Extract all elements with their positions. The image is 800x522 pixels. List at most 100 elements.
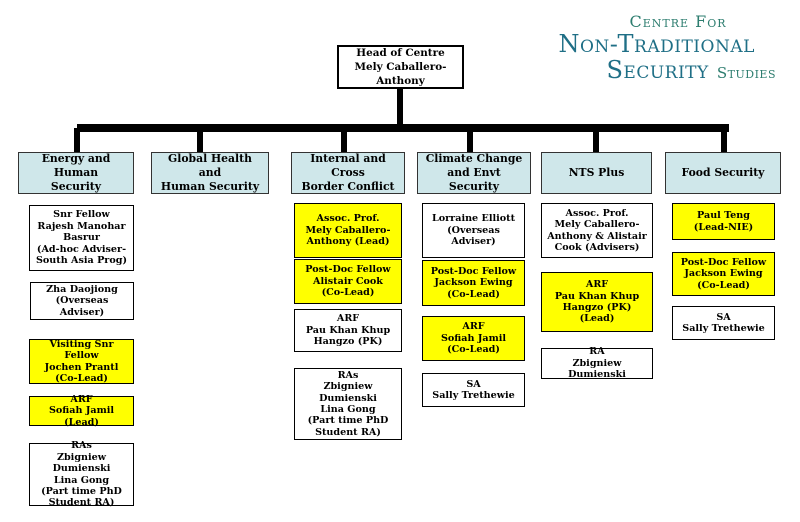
role-line: RAs [71,440,92,452]
role-line: Cook (Advisers) [554,241,640,253]
drop-connector [341,128,347,154]
role-line: Zbigniew Dumienski [319,381,377,404]
role-box: Paul Teng(Lead-NIE) [672,203,775,240]
head-of-centre-box: Head of Centre Mely Caballero-Anthony [337,45,464,89]
role-line: (Co-Lead) [447,288,500,300]
role-line: Jackson Ewing [434,277,513,289]
role-line: ARF [462,321,485,333]
role-line: Zha Daojiong [46,283,118,295]
role-line: Snr Fellow [53,209,110,221]
drop-connector [467,128,473,154]
role-line: Zbigniew Dumienski [52,451,111,475]
role-line: Rajesh Manohar [37,220,126,232]
role-line: Jochen Prantl [44,361,119,373]
role-line: RAs [337,369,359,381]
role-line: Lorraine Elliott [431,213,516,225]
role-line: Sally Trethewie [432,390,515,401]
horizontal-bar [77,124,729,132]
role-line: RA [589,346,605,358]
role-line: Student RA) [48,497,115,509]
column-header-line: Food Security [681,166,765,179]
role-line: Anthony & Alistair [547,230,647,242]
role-line: Post-Doc Fellow [305,264,391,276]
role-line: Jackson Ewing [684,268,763,280]
column-header: NTS Plus [541,152,652,194]
role-line: (Co-Lead) [321,287,375,299]
column-header-line: Climate Change [425,152,523,165]
role-line: Anthony (Lead) [306,236,390,248]
role-line: Sofiah Jamil [440,332,507,344]
logo-line-3: Security Studies [606,57,776,86]
head-name: Mely Caballero-Anthony [354,61,447,87]
column-header-line: Human Security [160,180,260,193]
role-line: (Co-Lead) [697,279,750,291]
head-title: Head of Centre [356,47,445,59]
role-line: Sally Trethewie [682,323,765,334]
role-line: Sofiah Jamil (Lead) [48,405,115,428]
role-line: SA [466,378,481,390]
drop-connector [74,128,80,154]
drop-connector [721,128,727,154]
column-header-line: NTS Plus [568,166,625,179]
drop-connector [197,128,203,154]
logo-studies: Studies [716,64,776,82]
role-line: Post-Doc Fellow [680,256,767,268]
role-box: Assoc. Prof.Mely Caballero-Anthony & Ali… [541,203,653,258]
role-line: (Lead-NIE) [693,221,754,233]
role-line: Lina Gong [53,474,110,486]
role-line: Student RA) [315,426,381,438]
role-line: (Ad-hoc Adviser- [36,243,127,255]
role-box: Zha Daojiong(Overseas Adviser) [30,282,134,320]
column-header-line: Border Conflict [301,180,395,193]
role-line: ARF [336,313,360,325]
role-line: ARF [70,393,93,405]
role-line: Alistair Cook [313,275,383,287]
role-line: Assoc. Prof. [316,213,380,225]
role-line: Visiting Snr Fellow [49,338,114,362]
role-line: (Overseas Adviser) [55,295,109,318]
role-line: (Part time PhD [307,415,389,427]
column-header-line: Energy and Human [41,152,111,179]
logo-line-2: Non-Traditional [558,30,755,58]
role-line: (Co-Lead) [447,344,500,356]
role-line: Hangzo (PK) [313,336,383,348]
role-line: Lina Gong [320,404,376,415]
role-line: (Overseas [447,224,500,236]
role-line: (Co-Lead) [55,372,108,384]
column-header: Food Security [665,152,781,194]
column-header-line: Internal and Cross [310,152,386,179]
role-line: SA [716,311,731,323]
logo-line-1: Centre For [629,12,727,31]
role-line: Assoc. Prof. [565,207,629,219]
role-line: (Part time PhD [41,485,122,497]
role-line: Zbigniew Dumienski [568,357,626,381]
role-line: Adviser) [451,236,496,248]
column-header-line: Security [50,180,102,193]
column-header-line: Global Health and [168,152,252,179]
role-line: Post-Doc Fellow [430,265,517,277]
role-line: (Lead) [579,313,615,325]
role-line: Hangzo (PK) [562,302,632,313]
role-line: Paul Teng [697,210,750,222]
logo-security: Security [606,56,709,84]
role-line: Basrur [63,232,100,244]
role-line: South Asia Prog) [35,255,127,267]
head-connector [397,89,403,127]
